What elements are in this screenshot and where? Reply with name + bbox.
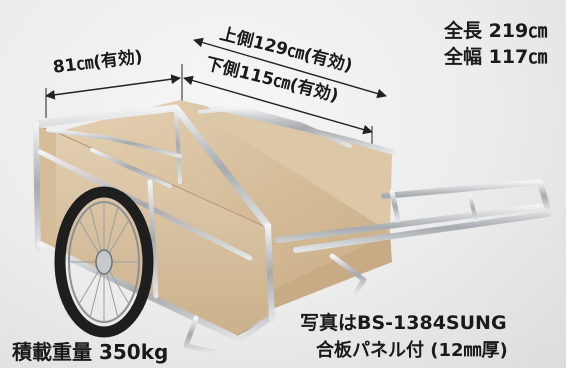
total-length-spec: 全長 219㎝ (444, 20, 548, 42)
steel-frame (32, 103, 551, 355)
panel-caption: 合板パネル付 (12㎜厚) (316, 340, 508, 361)
total-width-spec: 全幅 117㎝ (444, 46, 548, 68)
dimension-depth-line (45, 64, 183, 118)
back-panel (180, 100, 392, 232)
wheel (54, 186, 154, 338)
front-end-panel (268, 232, 392, 310)
model-caption: 写真はBS-1384SUNG (300, 312, 507, 334)
floor-panel (56, 100, 390, 292)
load-capacity-label: 積載重量 350kg (12, 340, 169, 364)
